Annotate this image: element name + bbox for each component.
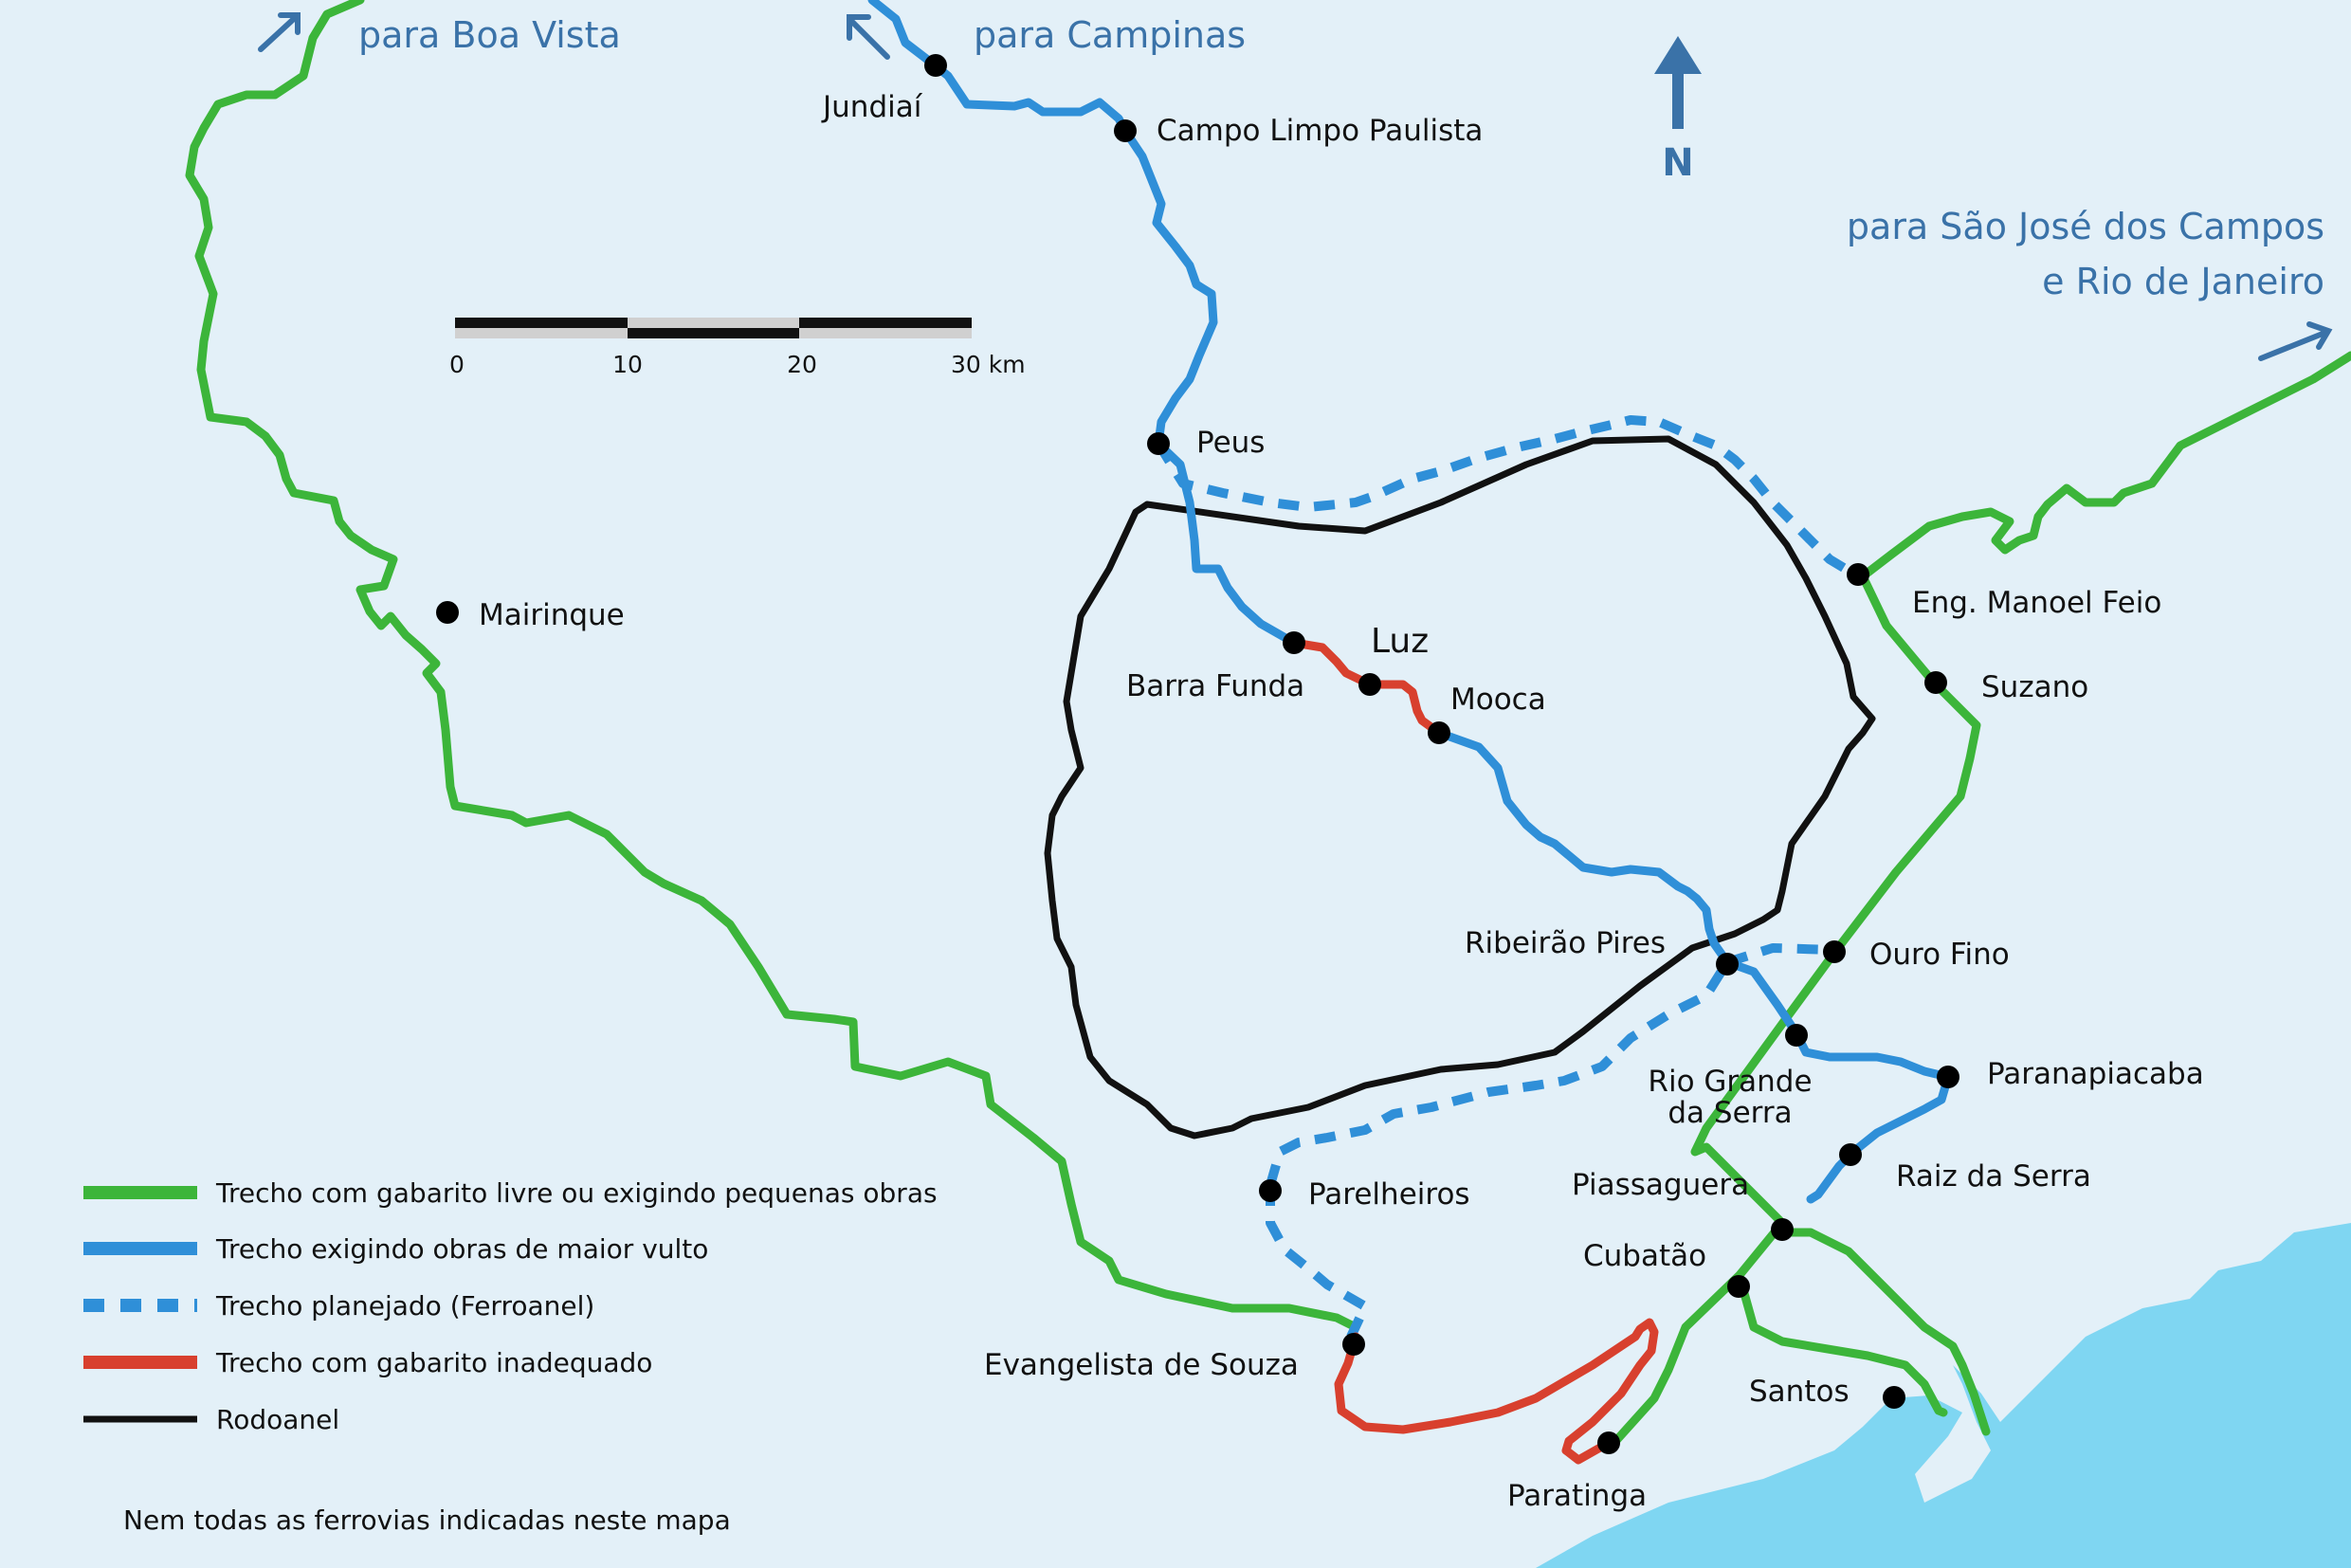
station-label-mooca: Mooca [1450, 683, 1546, 717]
station-label-raiz-da-serra: Raiz da Serra [1896, 1159, 2091, 1194]
station-dot-paratinga [1597, 1431, 1620, 1454]
arrow-icon-campinas [847, 14, 890, 60]
red-line-paratinga [1334, 1318, 1659, 1465]
north-label: N [1662, 141, 1693, 185]
ferroanel-ouro-fino [1725, 943, 1835, 967]
ferroanel-parelheiros [1266, 1185, 1370, 1340]
scale-tick-0: 0 [449, 351, 465, 378]
station-dot-ribeirao-pires [1716, 953, 1739, 975]
red-line-luz [1289, 638, 1444, 738]
station-dot-paranapiacaba [1937, 1066, 1959, 1088]
green-line-guaruja [1777, 1228, 1991, 1436]
green-line-west [185, 0, 1360, 1332]
station-label-eng-manoel-feio: Eng. Manoel Feio [1912, 586, 2161, 620]
green-line-east [1607, 351, 2351, 1450]
station-dots [436, 54, 1959, 1454]
station-label-peus: Peus [1196, 426, 1265, 460]
station-label-piassaguera: Piassaguera [1572, 1168, 1749, 1202]
ferroanel-south [1266, 959, 1732, 1187]
station-dot-suzano [1924, 671, 1947, 694]
station-label-campo-limpo: Campo Limpo Paulista [1157, 114, 1483, 148]
station-label-rio-grande-l1: Rio Grande [1648, 1065, 1812, 1099]
station-dot-santos [1883, 1386, 1905, 1409]
station-dot-evangelista [1342, 1333, 1365, 1356]
legend-label-red: Trecho com gabarito inadequado [215, 1347, 652, 1378]
scale-tick-30: 30 km [951, 351, 1026, 378]
sea-area [1536, 1223, 2351, 1568]
station-dot-ouro-fino [1823, 940, 1846, 963]
blue-line-campinas [867, 0, 1299, 647]
station-label-parelheiros: Parelheiros [1308, 1177, 1470, 1212]
station-label-santos: Santos [1749, 1375, 1850, 1409]
station-label-barra-funda: Barra Funda [1126, 669, 1304, 703]
station-label-luz: Luz [1371, 622, 1429, 661]
station-dot-mairinque [436, 601, 459, 624]
scale-tick-20: 20 [787, 351, 817, 378]
station-label-suzano: Suzano [1981, 670, 2088, 704]
station-label-mairinque: Mairinque [479, 598, 625, 632]
station-label-evangelista: Evangelista de Souza [984, 1348, 1299, 1382]
station-label-jundiai: Jundiaí [821, 90, 923, 124]
scale-tick-10: 10 [612, 351, 643, 378]
blue-line-mooca-ribeirao [1434, 728, 1732, 967]
direction-campinas: para Campinas [974, 14, 1246, 56]
legend-label-blue: Trecho exigindo obras de maior vulto [215, 1233, 708, 1265]
footnote: Nem todas as ferrovias indicadas neste m… [123, 1504, 731, 1536]
station-dot-peus [1147, 432, 1170, 455]
station-dot-parelheiros [1259, 1179, 1282, 1202]
station-label-ouro-fino: Ouro Fino [1869, 938, 2010, 972]
green-lines [185, 0, 2351, 1450]
green-line-santos [1738, 1282, 1948, 1417]
station-label-rio-grande-l2: da Serra [1668, 1096, 1792, 1130]
direction-sjc-line1: para São José dos Campos [1847, 206, 2324, 247]
station-dot-campo-limpo [1114, 119, 1137, 142]
north-arrow-icon [1654, 36, 1702, 129]
station-dot-eng-manoel-feio [1847, 563, 1869, 586]
station-dot-mooca [1428, 721, 1450, 744]
legend: Trecho com gabarito livre ou exigindo pe… [83, 1177, 938, 1435]
arrow-icon-sjc [2258, 321, 2333, 361]
station-label-paranapiacaba: Paranapiacaba [1987, 1057, 2204, 1091]
legend-label-green: Trecho com gabarito livre ou exigindo pe… [215, 1177, 938, 1209]
station-dot-luz [1358, 673, 1381, 696]
legend-label-black: Rodoanel [216, 1404, 339, 1435]
station-label-ribeirao-pires: Ribeirão Pires [1465, 926, 1666, 960]
scale-bar [455, 318, 972, 338]
arrow-icon-boa-vista [258, 12, 301, 52]
ferroanel-lines [1154, 415, 1861, 1340]
station-dot-piassaguera [1771, 1218, 1794, 1241]
station-dot-barra-funda [1283, 631, 1305, 654]
red-lines [1289, 638, 1659, 1465]
direction-arrows [258, 12, 2333, 361]
station-dot-rio-grande [1785, 1024, 1808, 1047]
rodoanel-line [1044, 435, 1876, 1140]
direction-sjc-line2: e Rio de Janeiro [2042, 261, 2324, 302]
station-dot-raiz-da-serra [1839, 1143, 1862, 1166]
legend-label-blue-dashed: Trecho planejado (Ferroanel) [215, 1290, 594, 1322]
direction-boa-vista: para Boa Vista [358, 14, 621, 56]
station-dot-cubatao [1727, 1275, 1750, 1298]
station-label-paratinga: Paratinga [1507, 1479, 1647, 1513]
station-dot-jundiai [924, 54, 947, 77]
station-label-cubatao: Cubatão [1583, 1239, 1706, 1273]
